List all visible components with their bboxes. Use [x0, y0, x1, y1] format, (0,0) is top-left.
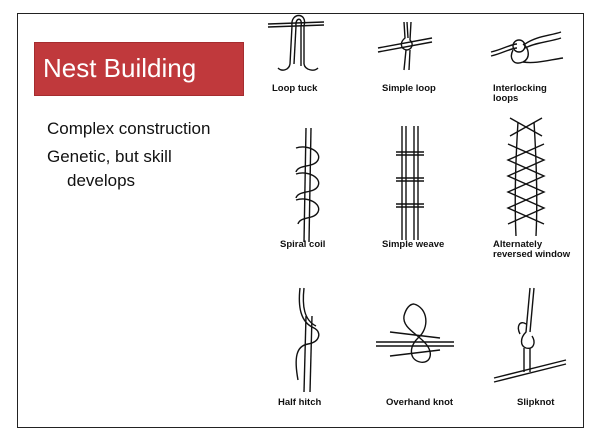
bullet-list: Complex construction Genetic, but skill …	[47, 117, 267, 197]
knot-caption-line: loops	[493, 93, 518, 104]
knot-caption: Simple weave	[382, 240, 444, 250]
half-hitch-illustration	[286, 286, 330, 396]
simple-loop-illustration	[370, 14, 440, 84]
knot-caption: Overhand knot	[386, 398, 453, 408]
bullet-text-continued: develops	[47, 169, 267, 193]
overhand-knot-illustration	[370, 298, 460, 382]
title-box: Nest Building	[34, 42, 244, 96]
loop-tuck-illustration	[262, 14, 332, 84]
interlocking-loops-illustration	[483, 22, 568, 78]
knot-illustration-grid: Loop tuck Simple loop	[258, 14, 583, 414]
knot-caption: Slipknot	[517, 398, 554, 408]
alternately-reversed-window-illustration	[496, 114, 556, 240]
bullet-item: Complex construction	[47, 117, 267, 141]
simple-weave-illustration	[390, 122, 430, 242]
spiral-coil-illustration	[288, 124, 328, 244]
knot-caption: Simple loop	[382, 84, 436, 94]
knot-caption: Interlocking loops	[493, 84, 547, 104]
knot-caption: Alternately reversed window	[493, 240, 570, 260]
bullet-item: Genetic, but skill develops	[47, 145, 267, 193]
slipknot-illustration	[490, 286, 570, 392]
knot-caption: Loop tuck	[272, 84, 317, 94]
slide-title: Nest Building	[43, 53, 196, 84]
bullet-text: Genetic, but skill	[47, 147, 172, 166]
knot-caption-line: reversed window	[493, 249, 570, 260]
knot-caption: Half hitch	[278, 398, 321, 408]
bullet-text: Complex construction	[47, 119, 210, 138]
slide: Nest Building Complex construction Genet…	[17, 13, 584, 428]
knot-caption: Spiral coil	[280, 240, 325, 250]
